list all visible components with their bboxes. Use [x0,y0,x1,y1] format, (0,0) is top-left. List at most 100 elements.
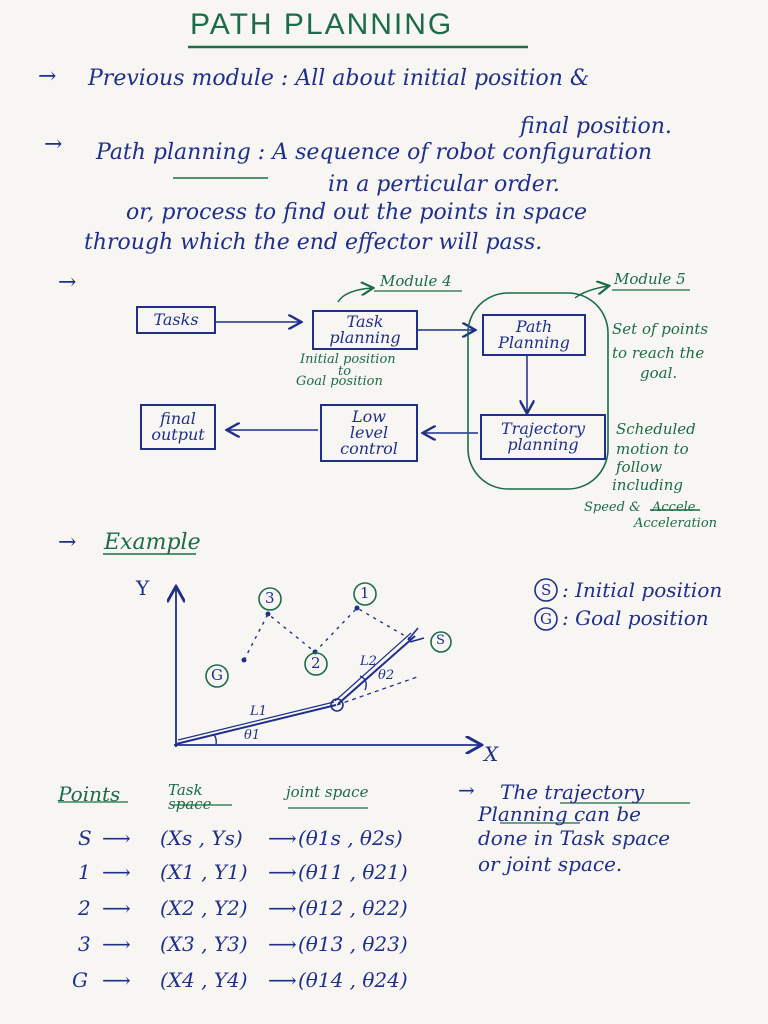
row-point: 1 [78,860,91,884]
link-L1 [175,704,337,745]
row-task: (X3 , Y3) [160,932,248,956]
trajectory-note-1: The trajectory [500,780,645,804]
row-joint: (θ1s , θ2s) [298,826,403,850]
row-arrow: ⟶ [102,896,131,920]
module5-enclosure [467,292,609,490]
module4-label: Module 4 [380,272,452,290]
tasks-box: Tasks [136,306,216,334]
link-L1-edge [177,701,335,741]
link-L2 [337,635,416,705]
row-arrow: ⟶ [268,932,297,956]
low-level-control-box: Low level control [320,404,418,462]
or-definition-2: through which the end effector will pass… [84,230,543,255]
point-3-circle [258,587,282,611]
task-note-3: Goal position [296,374,383,389]
theta1-label: θ1 [244,728,261,743]
legend-G-symbol: G [540,610,552,628]
row-joint: (θ13 , θ23) [298,932,408,956]
or-definition: or, process to find out the points in sp… [126,200,588,225]
L2-label: L2 [360,654,377,669]
row-joint: (θ14 , θ24) [298,968,408,992]
y-axis-label: Y [136,576,150,600]
legend-S-text: : Initial position [562,578,723,602]
row-arrow: ⟶ [102,826,131,850]
module5-label: Module 5 [614,270,686,288]
previous-module-line-2: final position. [520,114,672,139]
row-joint: (θ11 , θ21) [298,860,408,884]
row-arrow: ⟶ [102,968,131,992]
path-note-3: goal. [640,364,678,382]
path-planning-box: Path Planning [482,314,586,356]
arrow-bullet: → [58,530,77,555]
legend-S-circle [534,578,558,602]
row-task: (X2 , Y2) [160,896,248,920]
row-arrow: ⟶ [268,860,297,884]
row-point: 2 [78,896,91,920]
module4-pointer [337,288,372,303]
row-task: (X4 , Y4) [160,968,248,992]
trajectory-planning-box: Trajectory planning [480,414,606,460]
row-arrow: ⟶ [102,860,131,884]
traj-note-2: motion to [616,440,689,458]
final-output-box: final output [140,404,216,450]
row-point: S [78,826,92,850]
row-point: 3 [78,932,91,956]
legend-S-symbol: S [541,581,552,599]
row-arrow: ⟶ [268,968,297,992]
arrow-bullet: → [458,778,475,802]
task-planning-box: Task planning [312,310,418,350]
l1-extension [336,675,421,706]
point-G-label: G [211,666,223,684]
legend-G-circle [534,607,558,631]
point-1-label: 1 [360,584,370,602]
point-S-label: S [436,633,445,648]
page-title: PATH PLANNING [190,8,454,41]
task-note-2: to [338,364,352,379]
task-note-1: Initial position [300,352,396,367]
arrow-bullet: → [44,132,63,157]
previous-module-line: Previous module : All about initial posi… [88,66,590,91]
point-1-circle [353,582,377,606]
point-2-label: 2 [311,654,321,672]
row-arrow: ⟶ [268,896,297,920]
points-header: Points [58,782,121,806]
row-arrow: ⟶ [102,932,131,956]
row-arrow: ⟶ [268,826,297,850]
theta2-arc [359,675,367,691]
row-task: (X1 , Y1) [160,860,248,884]
path-note-2: to reach the [612,344,705,362]
joint-circle [330,698,344,712]
theta2-label: θ2 [378,668,395,683]
trajectory-note-3: done in Task space [478,826,671,850]
theta1-arc [213,734,217,746]
trajectory-note-4: or joint space. [478,852,623,876]
example-heading: Example [104,530,201,555]
x-axis-label: X [484,742,499,766]
row-point: G [72,968,88,992]
traj-note-5b: Accele [652,500,696,515]
point-G-circle [205,664,229,688]
link-L2-edge [334,632,412,702]
traj-note-1: Scheduled [616,420,696,438]
L1-label: L1 [250,704,267,719]
point-S-circle [430,631,452,653]
point-2-circle [304,652,328,676]
traj-note-5: Speed & [584,500,641,515]
traj-note-3: follow [616,458,663,476]
arrow-bullet: → [38,64,57,89]
legend-G-text: : Goal position [562,606,709,630]
trajectory-note-2: Planning can be [478,802,641,826]
point-3-label: 3 [265,589,275,607]
traj-note-4: including [612,476,683,494]
task-space-header: Task space [168,781,212,813]
module5-pointer [574,286,608,299]
row-task: (Xs , Ys) [160,826,243,850]
path-note-1: Set of points [612,320,709,338]
traj-note-6: Acceleration [634,516,718,531]
joint-space-header: joint space [286,783,369,801]
path-planning-definition: Path planning : A sequence of robot conf… [96,140,653,165]
arrow-bullet: → [58,270,77,295]
row-joint: (θ12 , θ22) [298,896,408,920]
path-planning-definition-2: in a perticular order. [328,172,560,197]
